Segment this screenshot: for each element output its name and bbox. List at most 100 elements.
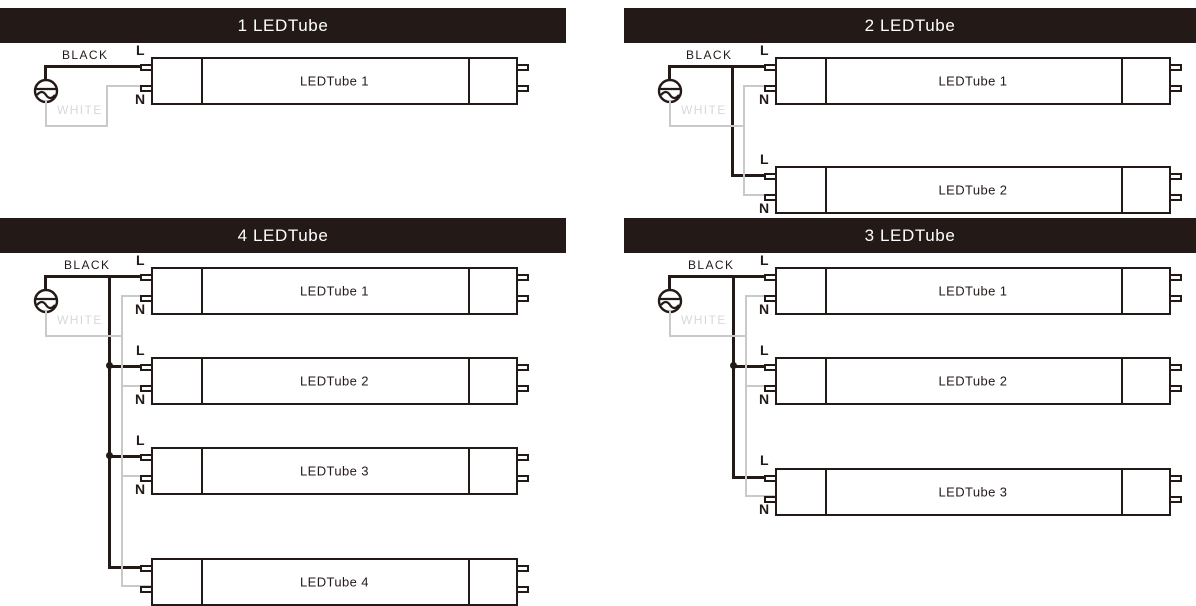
led-tube[interactable]: LEDTube 3: [764, 468, 1182, 516]
tube-pin-live-left: [764, 364, 777, 371]
terminal-live-label-3: L: [136, 432, 145, 448]
neutral-wire-riser: [106, 85, 108, 127]
neutral-branch-tube-3: [121, 475, 151, 477]
live-wire-horizontal: [44, 65, 151, 68]
source-lead-up: [44, 65, 47, 81]
live-branch-tube-2: [731, 174, 775, 177]
terminal-live-label-3: L: [760, 452, 769, 468]
tube-endcap-left: [825, 166, 827, 214]
live-bus-vertical: [731, 65, 734, 177]
panel-title: 2 LEDTube: [864, 15, 956, 35]
live-branch-tube-1: [108, 275, 151, 278]
led-tube[interactable]: LEDTube 3: [140, 447, 529, 495]
terminal-neutral-label-1: N: [759, 91, 770, 107]
tube-pin-right-lower: [1169, 295, 1182, 302]
terminal-live-label: L: [136, 42, 145, 58]
tube-pin-neutral-left: [140, 295, 153, 302]
tube-label: LEDTube 4: [300, 574, 369, 590]
terminal-neutral-label-1: N: [135, 301, 146, 317]
tube-endcap-left: [201, 357, 203, 405]
tube-endcap-left: [825, 57, 827, 105]
tube-pin-neutral-left: [140, 586, 153, 593]
tube-pin-neutral-left: [140, 85, 153, 92]
tube-label: LEDTube 1: [938, 73, 1008, 89]
live-junction-node-3: [106, 452, 113, 459]
neutral-branch-tube-1: [121, 295, 151, 297]
terminal-live-label-2: L: [760, 342, 769, 358]
live-branch-tube-3: [108, 455, 151, 458]
tube-endcap-left: [201, 57, 203, 105]
tube-pin-right-lower: [516, 295, 529, 302]
tube-pin-neutral-left: [764, 496, 777, 503]
led-tube[interactable]: LEDTube 1: [140, 267, 529, 315]
led-tube[interactable]: LEDTube 2: [140, 357, 529, 405]
tube-pin-right-lower: [516, 586, 529, 593]
panel-3-ledtube: 3 LEDTube: [624, 210, 1196, 587]
live-junction-node-2: [106, 362, 113, 369]
neutral-wire-bottom: [45, 125, 108, 127]
panel-title: 4 LEDTube: [237, 225, 329, 245]
source-lead-down: [45, 101, 47, 127]
tube-pin-right-lower: [1169, 385, 1182, 392]
live-bus-vertical: [732, 275, 735, 479]
tube-pin-live-left: [140, 364, 153, 371]
tube-endcap-right: [1121, 166, 1123, 214]
tube-pin-right-upper: [516, 454, 529, 461]
neutral-branch-tube-2: [745, 385, 775, 387]
panel-title: 3 LEDTube: [864, 225, 956, 245]
led-tube[interactable]: LEDTube 4: [140, 558, 529, 606]
tube-endcap-right: [468, 267, 470, 315]
live-wire-label: BLACK: [62, 48, 109, 62]
tube-endcap-right: [1121, 357, 1123, 405]
tube-pin-neutral-left: [764, 85, 777, 92]
tube-pin-neutral-left: [764, 295, 777, 302]
neutral-branch-tube-1: [743, 85, 775, 87]
tube-pin-right-upper: [516, 364, 529, 371]
terminal-neutral-label-2: N: [759, 200, 770, 216]
tube-endcap-left: [201, 558, 203, 606]
led-tube[interactable]: LEDTube 1: [764, 57, 1182, 105]
tube-endcap-left: [201, 267, 203, 315]
tube-pin-right-upper: [516, 64, 529, 71]
ac-source-icon: [657, 288, 683, 314]
terminal-neutral-label-3: N: [759, 501, 770, 517]
tube-pin-right-upper: [1169, 64, 1182, 71]
tube-pin-right-lower: [516, 85, 529, 92]
tube-endcap-left: [825, 357, 827, 405]
led-tube[interactable]: LEDTube 2: [764, 357, 1182, 405]
tube-pin-right-upper: [516, 565, 529, 572]
terminal-neutral-label-1: N: [759, 301, 770, 317]
tube-label: LEDTube 1: [300, 283, 369, 299]
neutral-wire-label: WHITE: [681, 313, 727, 327]
led-tube[interactable]: LEDTube 1: [140, 57, 529, 105]
tube-pin-live-left: [764, 274, 777, 281]
tube-endcap-left: [825, 267, 827, 315]
terminal-live-label-2: L: [136, 342, 145, 358]
live-branch-tube-1: [732, 275, 775, 278]
panel-header: 1 LEDTube: [0, 8, 566, 43]
neutral-branch-tube-2: [743, 194, 775, 196]
neutral-wire-label: WHITE: [681, 103, 727, 117]
terminal-neutral-label-2: N: [135, 391, 146, 407]
tube-pin-live-left: [140, 64, 153, 71]
tube-pin-neutral-left: [140, 385, 153, 392]
panel-title: 1 LEDTube: [237, 15, 329, 35]
live-bus-vertical: [108, 275, 111, 569]
neutral-wire-label: WHITE: [57, 103, 103, 117]
led-tube[interactable]: LEDTube 1: [764, 267, 1182, 315]
neutral-wire-bottom: [45, 335, 123, 337]
live-wire-horizontal: [668, 275, 735, 278]
panel-diagram: BLACK WHITE L N LEDTube 1: [0, 42, 598, 210]
tube-pin-neutral-left: [764, 385, 777, 392]
tube-pin-right-lower: [1169, 194, 1182, 201]
tube-endcap-right: [468, 447, 470, 495]
neutral-branch-tube-1: [745, 295, 775, 297]
live-wire-label: BLACK: [64, 258, 111, 272]
terminal-live-label-1: L: [136, 252, 145, 268]
tube-pin-live-left: [140, 565, 153, 572]
terminal-live-label-1: L: [760, 42, 769, 58]
panel-diagram: BLACK WHITE L N L N LEDTube 1: [624, 42, 1196, 216]
panel-diagram: BLACK WHITE L N L N L N LEDTube 1: [0, 252, 598, 606]
led-tube[interactable]: LEDTube 2: [764, 166, 1182, 214]
tube-label: LEDTube 3: [300, 463, 369, 479]
